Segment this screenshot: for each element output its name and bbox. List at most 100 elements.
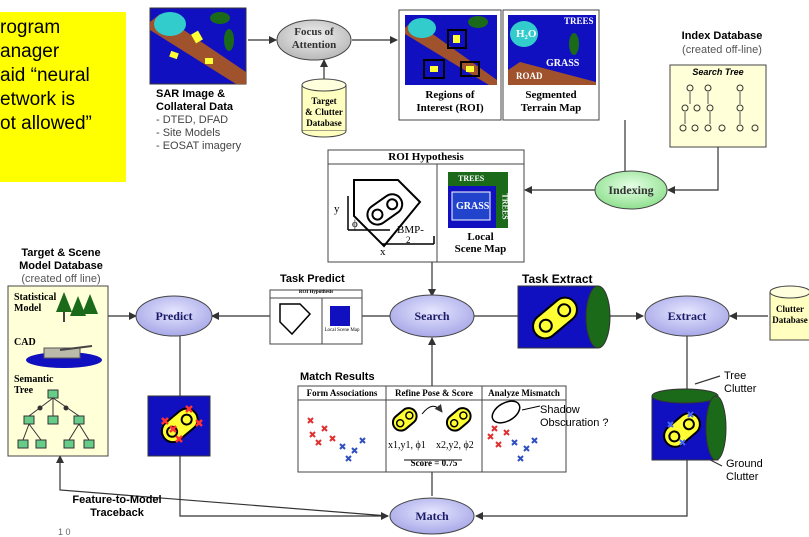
note-line: ot allowed” (0, 113, 92, 134)
tsdb-statistical-2: Model (14, 303, 42, 314)
note-line: rogram (0, 17, 61, 38)
extract-ellipse (644, 295, 730, 337)
roi-hypothesis-panel (327, 149, 525, 263)
sar-title-2: Collateral Data (156, 101, 234, 113)
tcdb-line1: Target (311, 96, 337, 106)
tcdb-line2: & Clutter (305, 107, 343, 117)
local-scene-line1: Local (467, 231, 494, 243)
tsdb-cad: CAD (14, 337, 36, 348)
terrain-road: ROAD (516, 71, 543, 81)
mr-col-refine: Refine Pose & Score (394, 388, 474, 398)
ground-clutter-2: Clutter (726, 471, 759, 483)
clutter-db-line2: Database (772, 315, 808, 325)
ground-clutter-1: Ground (726, 458, 763, 470)
indexing-label: Indexing (608, 183, 654, 197)
task-predict-title: Task Predict (280, 273, 345, 285)
arrow-traceback (56, 455, 389, 517)
sar-title: SAR Image & (156, 88, 226, 100)
mr-col-form: Form Associations (306, 388, 378, 398)
mr-col-analyze: Analyze Mismatch (488, 388, 560, 398)
predict-label: Predict (155, 309, 193, 323)
clutter-db-cylinder (769, 285, 809, 341)
match-results-panel (297, 385, 567, 473)
local-scene-label: Local Scene Map (437, 231, 524, 255)
roi-hyp-x: x (380, 246, 386, 258)
clutter-db-line1: Clutter (776, 304, 804, 314)
arrow-predict-to-match (179, 456, 389, 520)
roi-hyp-phi: ϕ (352, 218, 358, 230)
terrain-h2o: H₂O (516, 28, 537, 40)
focus-label-line2: Attention (291, 39, 337, 51)
line-tree-clutter (694, 375, 721, 385)
tsdb-statistical-1: Statistical (14, 292, 57, 303)
focus-label: Focus of Attention (277, 26, 351, 52)
ground-clutter-label: Ground Clutter (726, 458, 763, 484)
extract-label: Extract (667, 309, 707, 323)
annotation-note: rogram anager aid “neural etwork is ot a… (0, 12, 126, 182)
tsdb-title-1: Target & Scene (21, 247, 101, 259)
arrow-index-to-indexing (667, 147, 719, 194)
task-predict-local: Local Scene Map (324, 328, 360, 333)
terrain-label-line2: Terrain Map (520, 102, 582, 114)
note-line: etwork is (0, 89, 75, 110)
roi-hyp-trees-vertical: TREES (500, 193, 510, 220)
roi-label-line1: Regions of (425, 89, 475, 101)
roi-label-line2: Interest (ROI) (416, 102, 484, 114)
page-number: 1 0 (58, 527, 71, 537)
index-db-sub: (created off-line) (682, 44, 762, 56)
focus-ellipse (276, 19, 352, 61)
sar-image (149, 7, 247, 85)
tsdb-semantic-1: Semantic (14, 374, 54, 385)
terrain-grass: GRASS (546, 58, 580, 69)
index-db-panel (669, 64, 767, 148)
mr-pose-2: x2,y2, ϕ2 (436, 440, 474, 451)
tsdb-title-2: Model Database (19, 260, 103, 272)
mr-shadow-2: Obscuration ? (540, 417, 609, 429)
roi-panel (398, 9, 502, 121)
extract-output-cylinder (651, 388, 727, 461)
terrain-label-line1: Segmented (525, 89, 577, 101)
target-clutter-db-label: Target & Clutter Database (300, 96, 348, 129)
sar-item: - DTED, DFAD (156, 114, 229, 126)
tsdb-semantic-2: Tree (14, 385, 34, 396)
terrain-panel (502, 9, 600, 121)
local-scene-line2: Scene Map (454, 243, 507, 255)
mr-shadow-1: Shadow (540, 404, 580, 416)
roi-hyp-bmp: BMP- (397, 224, 424, 236)
clutter-db-label: Clutter Database (770, 304, 809, 326)
sar-item: - Site Models (156, 127, 221, 139)
mr-shadow: Shadow Obscuration ? (540, 404, 608, 430)
task-predict-panel (269, 289, 363, 345)
tree-clutter-label: Tree Clutter (724, 370, 756, 396)
mr-score: Score = 0.75 (410, 458, 458, 468)
traceback-label: Feature-to-Model Traceback (58, 494, 176, 520)
tree-clutter-1: Tree (724, 370, 747, 382)
tree-clutter-2: Clutter (724, 383, 757, 395)
traceback-1: Feature-to-Model (72, 494, 162, 506)
task-extract-cylinder (517, 285, 611, 349)
tcdb-line3: Database (306, 118, 342, 128)
connectors (56, 36, 768, 520)
terrain-label: Segmented Terrain Map (503, 89, 599, 115)
search-label: Search (414, 309, 450, 323)
note-line: anager (0, 41, 60, 62)
tsdb-semantic: Semantic Tree (14, 374, 53, 396)
roi-hyp-y: y (334, 203, 340, 215)
roi-hyp-bmp-2: 2 (406, 235, 411, 245)
target-clutter-db-cylinder (301, 78, 347, 138)
match-label: Match (415, 509, 449, 523)
terrain-trees: TREES (564, 16, 594, 26)
predict-output-image (147, 395, 211, 457)
tsdb-statistical: Statistical Model (14, 292, 56, 314)
sar-item: - EOSAT imagery (156, 140, 242, 152)
task-extract-title: Task Extract (522, 272, 593, 286)
roi-hyp-title: ROI Hypothesis (388, 151, 464, 163)
traceback-2: Traceback (90, 507, 144, 519)
match-results-title: Match Results (300, 371, 375, 383)
match-ellipse (389, 497, 475, 535)
tsdb-sub: (created off line) (21, 273, 101, 285)
target-scene-db-panel (7, 285, 109, 457)
arrow-extract-to-match (475, 460, 688, 520)
roi-hyp-grass: GRASS (456, 201, 490, 212)
